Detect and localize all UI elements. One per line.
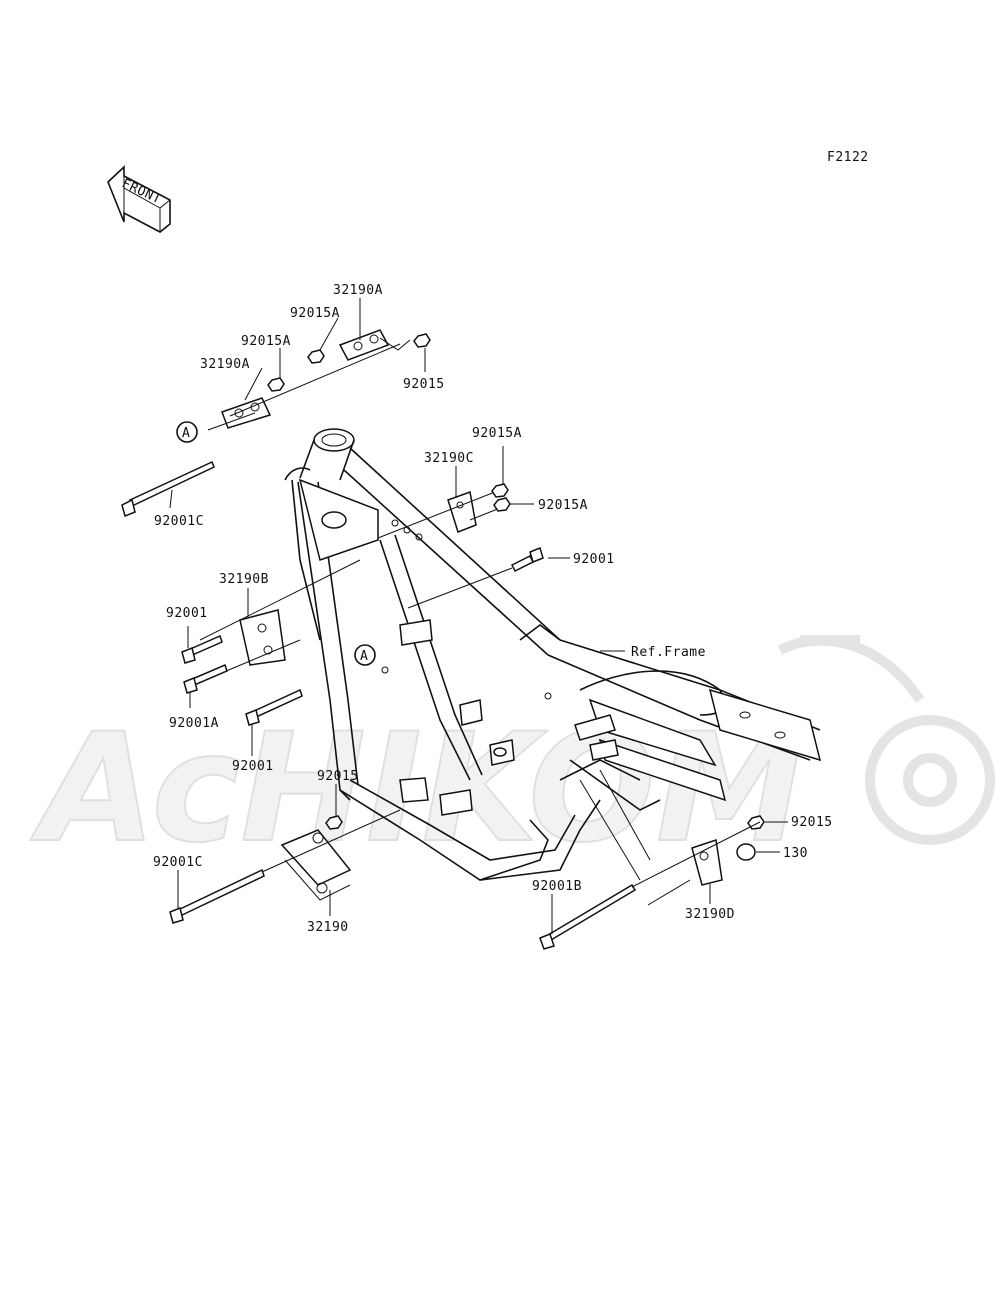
steering-head	[313, 428, 355, 452]
label-32190: 32190	[307, 920, 349, 935]
mount-bracket-32190c	[377, 489, 501, 539]
label-92015-mid: 92015	[317, 769, 359, 784]
front-arrow-icon: FRONT	[107, 165, 171, 233]
bolt-92001b	[539, 883, 637, 950]
nut-92015-mid	[325, 815, 343, 830]
nut-92015a-top	[307, 349, 325, 364]
callout-labels: 32190A 92015A 92015A 32190A 92015 92001C…	[153, 283, 833, 935]
label-ref-frame: Ref.Frame	[631, 645, 706, 660]
front-label: FRONT	[119, 176, 163, 207]
figure-code: F2122	[827, 150, 869, 165]
mount-bracket-32190	[280, 829, 352, 901]
ref-marker-a-frame: A	[354, 644, 376, 666]
bolt-92001-left	[181, 634, 223, 664]
label-92001-left: 92001	[166, 606, 208, 621]
label-92001c-top: 92001C	[154, 514, 204, 529]
leader-92001b-guide	[579, 769, 651, 881]
label-32190a-top: 32190A	[333, 283, 383, 298]
bolt-92001c-top	[121, 460, 215, 518]
ref-marker-a-top: A	[176, 421, 198, 443]
mount-bracket-32190d	[691, 839, 723, 886]
label-92015-top: 92015	[403, 377, 445, 392]
label-92001-mid: 92001	[232, 759, 274, 774]
nut-92015a-right2	[493, 497, 511, 512]
label-92001a: 92001A	[169, 716, 219, 731]
bolt-92001-mid	[245, 688, 303, 726]
label-92015a-left: 92015A	[241, 334, 291, 349]
mount-bracket-32190b	[239, 609, 286, 666]
mount-bracket-32190a-top	[338, 329, 390, 361]
label-92001-right: 92001	[573, 552, 615, 567]
label-32190d: 32190D	[685, 907, 735, 922]
label-92015a-right1: 92015A	[472, 426, 522, 441]
leader-bracket	[207, 337, 411, 431]
frame-drawing	[284, 428, 822, 881]
label-32190c: 32190C	[424, 451, 474, 466]
label-92001c-bottom: 92001C	[153, 855, 203, 870]
svg-text:A: A	[182, 426, 190, 441]
mount-axis-32190d	[631, 821, 761, 888]
label-32190a-left: 32190A	[200, 357, 250, 372]
label-92001b: 92001B	[532, 879, 582, 894]
cap-130-icon	[736, 843, 756, 861]
leader-lines	[169, 298, 788, 934]
watermark-motorcycle-icon	[777, 635, 995, 845]
nut-92015-top	[413, 333, 431, 348]
label-92015a-right2: 92015A	[538, 498, 588, 513]
mount-axis-top	[229, 343, 401, 417]
leader-32190d-guide	[647, 879, 691, 906]
leader-92001-right-axis	[407, 567, 513, 609]
bolt-92001c-bottom	[169, 868, 265, 924]
bolt-92001-right	[510, 546, 544, 573]
label-92015a-top: 92015A	[290, 306, 340, 321]
label-32190b: 32190B	[219, 572, 269, 587]
mount-axis-bottom	[261, 809, 401, 873]
nut-92015a-right1	[491, 483, 509, 498]
label-130: 130	[783, 846, 808, 861]
nut-92015a-left	[267, 377, 285, 392]
label-92015-right: 92015	[791, 815, 833, 830]
svg-text:A: A	[360, 649, 368, 664]
bolt-92001a	[183, 663, 228, 694]
